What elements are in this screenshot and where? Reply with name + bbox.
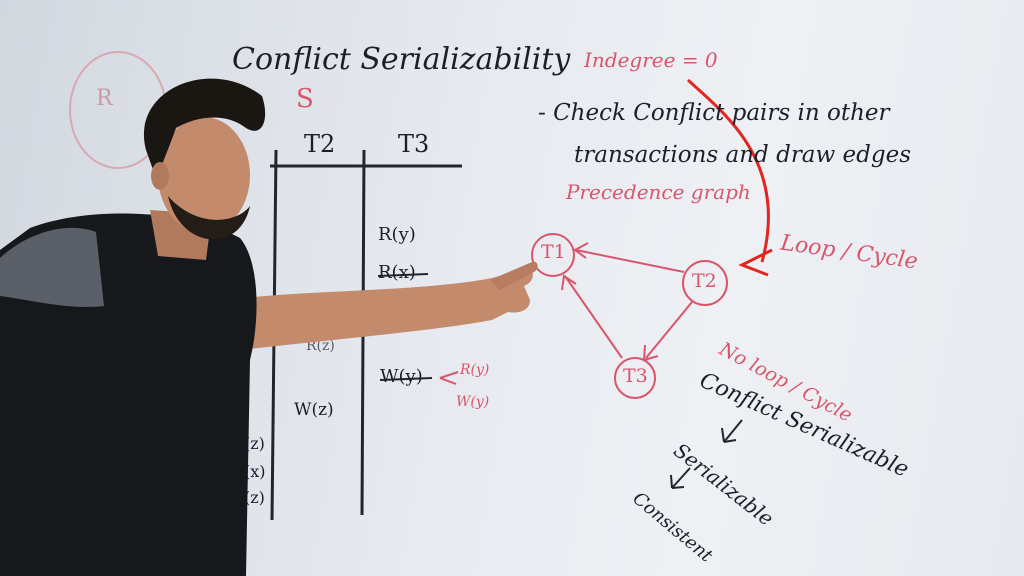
node-t2-circle (682, 260, 728, 306)
t1-fragment-r: R (96, 86, 113, 111)
node-t1-circle (531, 233, 575, 277)
table-header-t2: T2 (304, 130, 336, 158)
presenter-arm (228, 268, 533, 350)
edge-t2-t3-arrowhead (642, 344, 659, 362)
node-t1-label: T1 (541, 241, 566, 263)
t1-fragment-z-2: (z) (244, 488, 265, 507)
table-header-t3: T3 (398, 130, 430, 158)
presenter-face (158, 117, 250, 233)
t3-entry-rx: R(x) (378, 262, 416, 283)
presenter-beard (168, 196, 250, 240)
indegree-note: Indegree = 0 (584, 48, 718, 72)
conclusion-arrow-2 (670, 467, 691, 489)
presenter-shoulder (0, 227, 104, 307)
edge-t2-t3 (645, 301, 693, 359)
side-note-arrow (439, 371, 459, 385)
board-title: Conflict Serializability (232, 42, 571, 77)
t3-side-note-wy: W(y) (456, 394, 490, 410)
node-t3-label: T3 (623, 365, 648, 387)
strike-w-y (379, 377, 433, 381)
presenter-finger (490, 261, 538, 290)
t3-side-note-ry: R(y) (460, 362, 490, 378)
t1-fragment-x: (x) (244, 462, 266, 481)
node-t3-circle (614, 357, 656, 399)
t3-entry-ry: R(y) (378, 224, 416, 245)
precedence-graph-label: Precedence graph (566, 180, 751, 204)
presenter-ear (151, 162, 169, 190)
bullet-line-1: - Check Conflict pairs in other (538, 100, 890, 126)
edge-t2-t1-arrowhead (573, 242, 589, 259)
edge-t3-t1 (564, 275, 623, 359)
t2-entry-wz: W(z) (294, 400, 334, 420)
edge-t2-t1 (575, 249, 685, 273)
annotation-arrow (686, 78, 770, 263)
schedule-label: S (296, 84, 314, 114)
strike-r-x (377, 273, 429, 277)
edge-t3-t1-arrowhead (561, 274, 577, 291)
annotation-arrowhead (738, 248, 773, 277)
bullet-line-2: transactions and draw edges (574, 142, 911, 168)
t3-entry-wy: W(y) (380, 366, 423, 387)
presenter-hair (143, 78, 266, 178)
t1-fragment-z-1: (z) (244, 434, 265, 453)
conclusion-arrow-1 (721, 419, 743, 443)
node-t2-label: T2 (692, 270, 717, 292)
